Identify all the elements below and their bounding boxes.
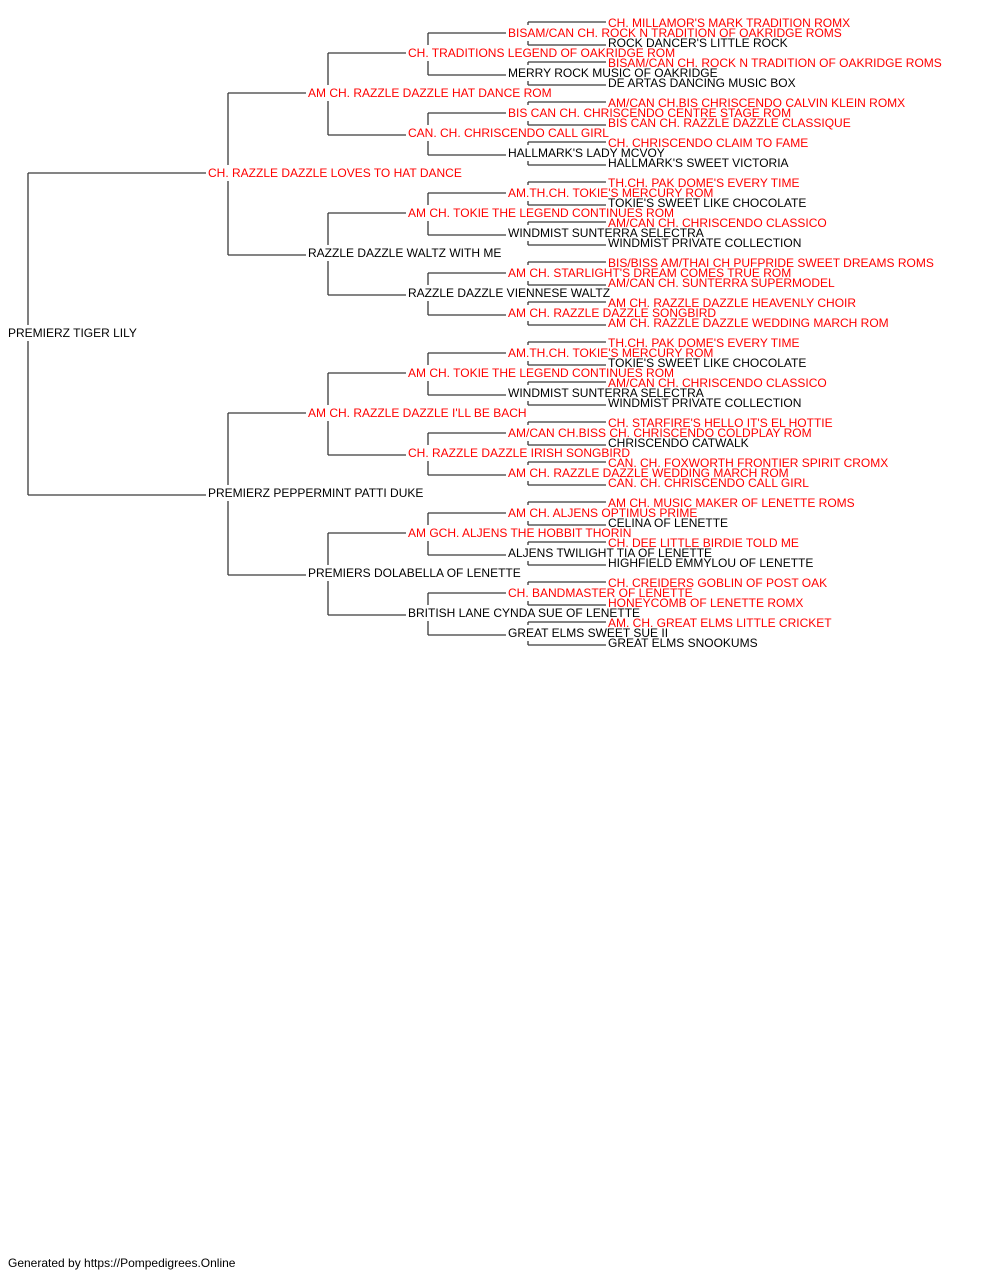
ancestor-name-gen-4: GREAT ELMS SWEET SUE II: [508, 626, 668, 640]
ancestor-name-gen-5: BIS CAN CH. RAZZLE DAZZLE CLASSIQUE: [608, 116, 851, 130]
ancestor-name-gen-5: AM/CAN CH.BIS CHRISCENDO CALVIN KLEIN RO…: [608, 96, 905, 110]
ancestor-name-gen-3: AM GCH. ALJENS THE HOBBIT THORIN: [408, 526, 631, 540]
ancestor-name-gen-4: AM CH. ALJENS OPTIMUS PRIME: [508, 506, 697, 520]
ancestor-name-gen-5: AM. CH. GREAT ELMS LITTLE CRICKET: [608, 616, 832, 630]
ancestor-name-gen-5: CHRISCENDO CATWALK: [608, 436, 749, 450]
ancestor-name-gen-5: TOKIE'S SWEET LIKE CHOCOLATE: [608, 356, 806, 370]
ancestor-name-gen-5: AM/CAN CH. CHRISCENDO CLASSICO: [608, 376, 827, 390]
ancestor-name-gen-5: AM/CAN CH. CHRISCENDO CLASSICO: [608, 216, 827, 230]
ancestor-name-gen-5: CELINA OF LENETTE: [608, 516, 728, 530]
subject-dog-name: PREMIERZ TIGER LILY: [8, 326, 137, 340]
ancestor-name-gen-5: TOKIE'S SWEET LIKE CHOCOLATE: [608, 196, 806, 210]
ancestor-name-gen-5: HALLMARK'S SWEET VICTORIA: [608, 156, 789, 170]
ancestor-name-gen-4: AM.TH.CH. TOKIE'S MERCURY ROM: [508, 346, 713, 360]
ancestor-name-gen-5: ROCK DANCER'S LITTLE ROCK: [608, 36, 788, 50]
ancestor-name-gen-5: HIGHFIELD EMMYLOU OF LENETTE: [608, 556, 813, 570]
ancestor-name-gen-3: AM CH. TOKIE THE LEGEND CONTINUES ROM: [408, 206, 674, 220]
ancestor-name-gen-5: CH. CHRISCENDO CLAIM TO FAME: [608, 136, 808, 150]
ancestor-name-gen-2: AM CH. RAZZLE DAZZLE I'LL BE BACH: [308, 406, 527, 420]
ancestor-name-gen-3: CH. TRADITIONS LEGEND OF OAKRIDGE ROM: [408, 46, 675, 60]
ancestor-name-gen-2: AM CH. RAZZLE DAZZLE HAT DANCE ROM: [308, 86, 552, 100]
ancestor-name-gen-3: CAN. CH. CHRISCENDO CALL GIRL: [408, 126, 609, 140]
ancestor-name-gen-5: AM CH. MUSIC MAKER OF LENETTE ROMS: [608, 496, 855, 510]
ancestor-name-gen-5: TH.CH. PAK DOME'S EVERY TIME: [608, 336, 799, 350]
ancestor-name-gen-4: AM/CAN CH.BISS CH. CHRISCENDO COLDPLAY R…: [508, 426, 812, 440]
ancestor-name-gen-4: AM CH. STARLIGHT'S DREAM COMES TRUE ROM: [508, 266, 791, 280]
ancestor-name-gen-4: MERRY ROCK MUSIC OF OAKRIDGE: [508, 66, 718, 80]
ancestor-name-gen-3: RAZZLE DAZZLE VIENNESE WALTZ: [408, 286, 610, 300]
ancestor-name-gen-2: RAZZLE DAZZLE WALTZ WITH ME: [308, 246, 501, 260]
ancestor-name-gen-5: CAN. CH. FOXWORTH FRONTIER SPIRIT CROMX: [608, 456, 888, 470]
ancestor-name-gen-4: CH. BANDMASTER OF LENETTE: [508, 586, 693, 600]
ancestor-name-gen-5: AM CH. RAZZLE DAZZLE HEAVENLY CHOIR: [608, 296, 856, 310]
ancestor-name-gen-5: CH. DEE LITTLE BIRDIE TOLD ME: [608, 536, 799, 550]
ancestor-name-gen-3: CH. RAZZLE DAZZLE IRISH SONGBIRD: [408, 446, 630, 460]
ancestor-name-gen-5: HONEYCOMB OF LENETTE ROMX: [608, 596, 803, 610]
ancestor-name-gen-4: AM CH. RAZZLE DAZZLE WEDDING MARCH ROM: [508, 466, 789, 480]
ancestor-name-gen-5: AM/CAN CH. SUNTERRA SUPERMODEL: [608, 276, 835, 290]
ancestor-name-gen-4: AM CH. RAZZLE DAZZLE SONGBIRD: [508, 306, 716, 320]
ancestor-name-gen-5: CAN. CH. CHRISCENDO CALL GIRL: [608, 476, 809, 490]
ancestor-name-gen-5: AM CH. RAZZLE DAZZLE WEDDING MARCH ROM: [608, 316, 889, 330]
ancestor-name-gen-4: BIS CAN CH. CHRISCENDO CENTRE STAGE ROM: [508, 106, 791, 120]
ancestor-name-gen-4: ALJENS TWILIGHT TIA OF LENETTE: [508, 546, 712, 560]
ancestor-name-gen-2: PREMIERS DOLABELLA OF LENETTE: [308, 566, 521, 580]
ancestor-name-gen-5: BIS/BISS AM/THAI CH PUFPRIDE SWEET DREAM…: [608, 256, 934, 270]
ancestor-name-gen-5: DE ARTAS DANCING MUSIC BOX: [608, 76, 796, 90]
ancestor-name-gen-4: BISAM/CAN CH. ROCK N TRADITION OF OAKRID…: [508, 26, 842, 40]
ancestor-name-gen-3: AM CH. TOKIE THE LEGEND CONTINUES ROM: [408, 366, 674, 380]
ancestor-name-gen-5: GREAT ELMS SNOOKUMS: [608, 636, 758, 650]
ancestor-name-gen-5: CH. STARFIRE'S HELLO IT'S EL HOTTIE: [608, 416, 833, 430]
ancestor-name-gen-4: HALLMARK'S LADY MCVOY: [508, 146, 665, 160]
generated-by-footer: Generated by https://Pompedigrees.Online: [8, 1256, 236, 1270]
ancestor-name-gen-5: CH. CREIDERS GOBLIN OF POST OAK: [608, 576, 827, 590]
ancestor-name-gen-1: PREMIERZ PEPPERMINT PATTI DUKE: [208, 486, 423, 500]
ancestor-name-gen-4: WINDMIST SUNTERRA SELECTRA: [508, 226, 704, 240]
ancestor-name-gen-5: CH. MILLAMOR'S MARK TRADITION ROMX: [608, 16, 850, 30]
ancestor-name-gen-5: WINDMIST PRIVATE COLLECTION: [608, 396, 801, 410]
ancestor-name-gen-5: BISAM/CAN CH. ROCK N TRADITION OF OAKRID…: [608, 56, 942, 70]
ancestor-name-gen-4: WINDMIST SUNTERRA SELECTRA: [508, 386, 704, 400]
ancestor-name-gen-5: WINDMIST PRIVATE COLLECTION: [608, 236, 801, 250]
ancestor-name-gen-4: AM.TH.CH. TOKIE'S MERCURY ROM: [508, 186, 713, 200]
ancestor-name-gen-3: BRITISH LANE CYNDA SUE OF LENETTE: [408, 606, 640, 620]
ancestor-name-gen-1: CH. RAZZLE DAZZLE LOVES TO HAT DANCE: [208, 166, 462, 180]
ancestor-name-gen-5: TH.CH. PAK DOME'S EVERY TIME: [608, 176, 799, 190]
